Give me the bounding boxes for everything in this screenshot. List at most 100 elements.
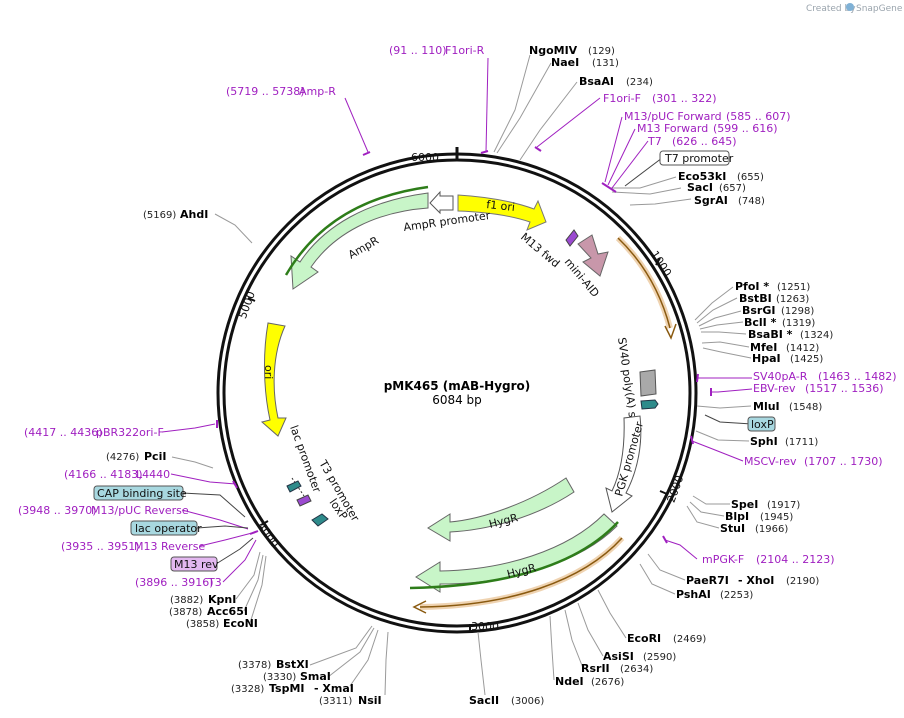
primer-leader-lines xyxy=(161,57,753,583)
leader-lines xyxy=(171,54,752,696)
enzyme-pcii-pos: (4276) xyxy=(106,452,139,463)
enzyme-bsaai: BsaAI xyxy=(579,75,614,88)
enzyme-kpni-pos: (3882) xyxy=(170,595,203,606)
primer-m13-puc-reverse-range: (3948 .. 3970) xyxy=(18,504,97,517)
m13-rev-label: M13 rev xyxy=(174,558,219,571)
cap-binding-site-label: CAP binding site xyxy=(97,487,187,500)
tick-label-3000: 3000 xyxy=(471,620,499,633)
primer-m13-puc-reverse: M13/pUC Reverse xyxy=(91,504,189,517)
enzyme-mlui-pos: (1548) xyxy=(789,402,822,413)
feature-ampr-promoter-label: AmpR promoter xyxy=(403,209,492,234)
enzyme-bsabi-pos: (1324) xyxy=(800,330,833,341)
enzyme-smai-pos: (3330) xyxy=(263,672,296,683)
feature-sv40-polya-block xyxy=(639,369,657,397)
orf-arc-lower xyxy=(419,537,623,608)
enzyme-spei: SpeI xyxy=(731,498,758,511)
enzyme-rsrii: RsrII xyxy=(581,662,610,675)
hygr-orf-line xyxy=(409,521,619,590)
enzyme-bcli: BclI * xyxy=(744,316,777,329)
enzyme-acc65i-pos: (3878) xyxy=(169,607,202,618)
primer-sv40pa-r: SV40pA-R xyxy=(753,370,808,383)
enzyme-bsaai-pos: (234) xyxy=(626,77,653,88)
primer-l4440: L4440 xyxy=(136,468,170,481)
primer-t7-range: (626 .. 645) xyxy=(672,135,737,148)
snapgene-brand-label: SnapGene xyxy=(856,4,903,14)
enzyme-bcli-pos: (1319) xyxy=(782,318,815,329)
primer-pbr322ori-f: pBR322ori-F xyxy=(96,426,164,439)
primer-f1ori-f: F1ori-F xyxy=(603,92,641,105)
primer-l4440-range: (4166 .. 4183) xyxy=(64,468,143,481)
enzyme-smai: SmaI xyxy=(300,670,331,683)
enzyme-sgrai: SgrAI xyxy=(694,194,728,207)
snapgene-logo-icon xyxy=(846,3,854,11)
enzyme-ndei: NdeI xyxy=(555,675,584,688)
enzyme-eco53ki: Eco53kI xyxy=(678,170,726,183)
enzyme-naei: NaeI xyxy=(551,56,579,69)
enzyme-paer7i: PaeR7I xyxy=(686,574,729,587)
feature-m13-fwd-label: M13 fwd xyxy=(518,230,562,270)
primer-f1ori-r-range: (91 .. 110) xyxy=(389,44,447,57)
loxp-box-label: loxP xyxy=(751,418,774,431)
enzyme-spei-pos: (1917) xyxy=(767,500,800,511)
enzyme-ngomiv: NgoMIV xyxy=(529,44,578,57)
cap-site-block xyxy=(286,480,302,493)
tick-label-4000: 4000 xyxy=(255,520,282,550)
enzyme-pshai: PshAI xyxy=(676,588,711,601)
primer-m13-puc-forward-range: (585 .. 607) xyxy=(726,110,791,123)
plasmid-name: pMK465 (mAB-Hygro) xyxy=(384,379,531,393)
plasmid-length: 6084 bp xyxy=(432,393,482,407)
feature-mini-aid-arrow xyxy=(577,234,609,277)
enzyme-mlui: MluI xyxy=(753,400,780,413)
feature-ori-label: ori xyxy=(262,365,275,379)
enzyme-bstbi-pos: (1263) xyxy=(776,294,809,305)
enzyme-acc65i: Acc65I xyxy=(207,605,248,618)
enzyme-xhoi-pos: (2190) xyxy=(786,576,819,587)
enzyme-labels: NgoMIV (129) NaeI (131) BsaAI (234) Eco5… xyxy=(106,44,833,707)
enzyme-mfei-pos: (1412) xyxy=(786,343,819,354)
enzyme-rsrii-pos: (2634) xyxy=(620,664,653,675)
enzyme-bsrgi: BsrGI xyxy=(742,304,775,317)
enzyme-sacii: SacII xyxy=(469,694,499,707)
enzyme-bstbi: BstBI xyxy=(739,292,772,305)
enzyme-asisi: AsiSI xyxy=(603,650,634,663)
enzyme-tspmi-pos: (3328) xyxy=(231,684,264,695)
primer-f1ori-f-range: (301 .. 322) xyxy=(652,92,717,105)
enzyme-pfoi: PfoI * xyxy=(735,280,769,293)
enzyme-asisi-pos: (2590) xyxy=(643,652,676,663)
enzyme-pcii: PciI xyxy=(144,450,166,463)
t7-promoter-box xyxy=(659,150,730,166)
primer-mpgk-f-range: (2104 .. 2123) xyxy=(756,553,835,566)
feature-f1-ori-arrow xyxy=(457,194,547,231)
created-by-label: Created by xyxy=(806,4,856,14)
primer-t3-range: (3896 .. 3916) xyxy=(135,576,214,589)
enzyme-sgrai-pos: (748) xyxy=(738,196,765,207)
enzyme-naei-pos: (131) xyxy=(592,58,619,69)
enzyme-econi: EcoNI xyxy=(223,617,258,630)
enzyme-tspmi: TspMI xyxy=(269,682,305,695)
primer-mpgk-f: mPGK-F xyxy=(702,553,744,566)
lac-operator-box xyxy=(130,520,198,536)
enzyme-mfei: MfeI xyxy=(750,341,777,354)
tick-marks xyxy=(247,147,668,632)
enzyme-blpi: BlpI xyxy=(725,510,749,523)
primer-pbr322ori-f-range: (4417 .. 4436) xyxy=(24,426,103,439)
primer-mscv-rev-range: (1707 .. 1730) xyxy=(804,455,883,468)
primer-ebv-rev: EBV-rev xyxy=(753,382,796,395)
enzyme-pshai-pos: (2253) xyxy=(720,590,753,601)
ampr-orf-line xyxy=(284,185,429,276)
primer-m13-reverse-range: (3935 .. 3951) xyxy=(61,540,140,553)
enzyme-blpi-pos: (1945) xyxy=(760,512,793,523)
primer-m13-reverse: M13 Reverse xyxy=(134,540,205,553)
enzyme-ecori: EcoRI xyxy=(627,632,661,645)
feature-loxp-left-arrow xyxy=(311,513,329,527)
enzyme-nsii-pos: (3311) xyxy=(319,696,352,707)
primer-t7: T7 xyxy=(647,135,662,148)
enzyme-kpni: KpnI xyxy=(208,593,236,606)
primer-labels: (91 .. 110) F1ori-R (5719 .. 5738) Amp-R… xyxy=(18,44,897,589)
primer-m13-forward-range: (599 .. 616) xyxy=(713,122,778,135)
lac-operator-label: lac operator xyxy=(135,522,202,535)
enzyme-ahdi: AhdI xyxy=(180,208,208,221)
enzyme-bsabi: BsaBI * xyxy=(748,328,793,341)
loxp-box xyxy=(747,416,776,432)
